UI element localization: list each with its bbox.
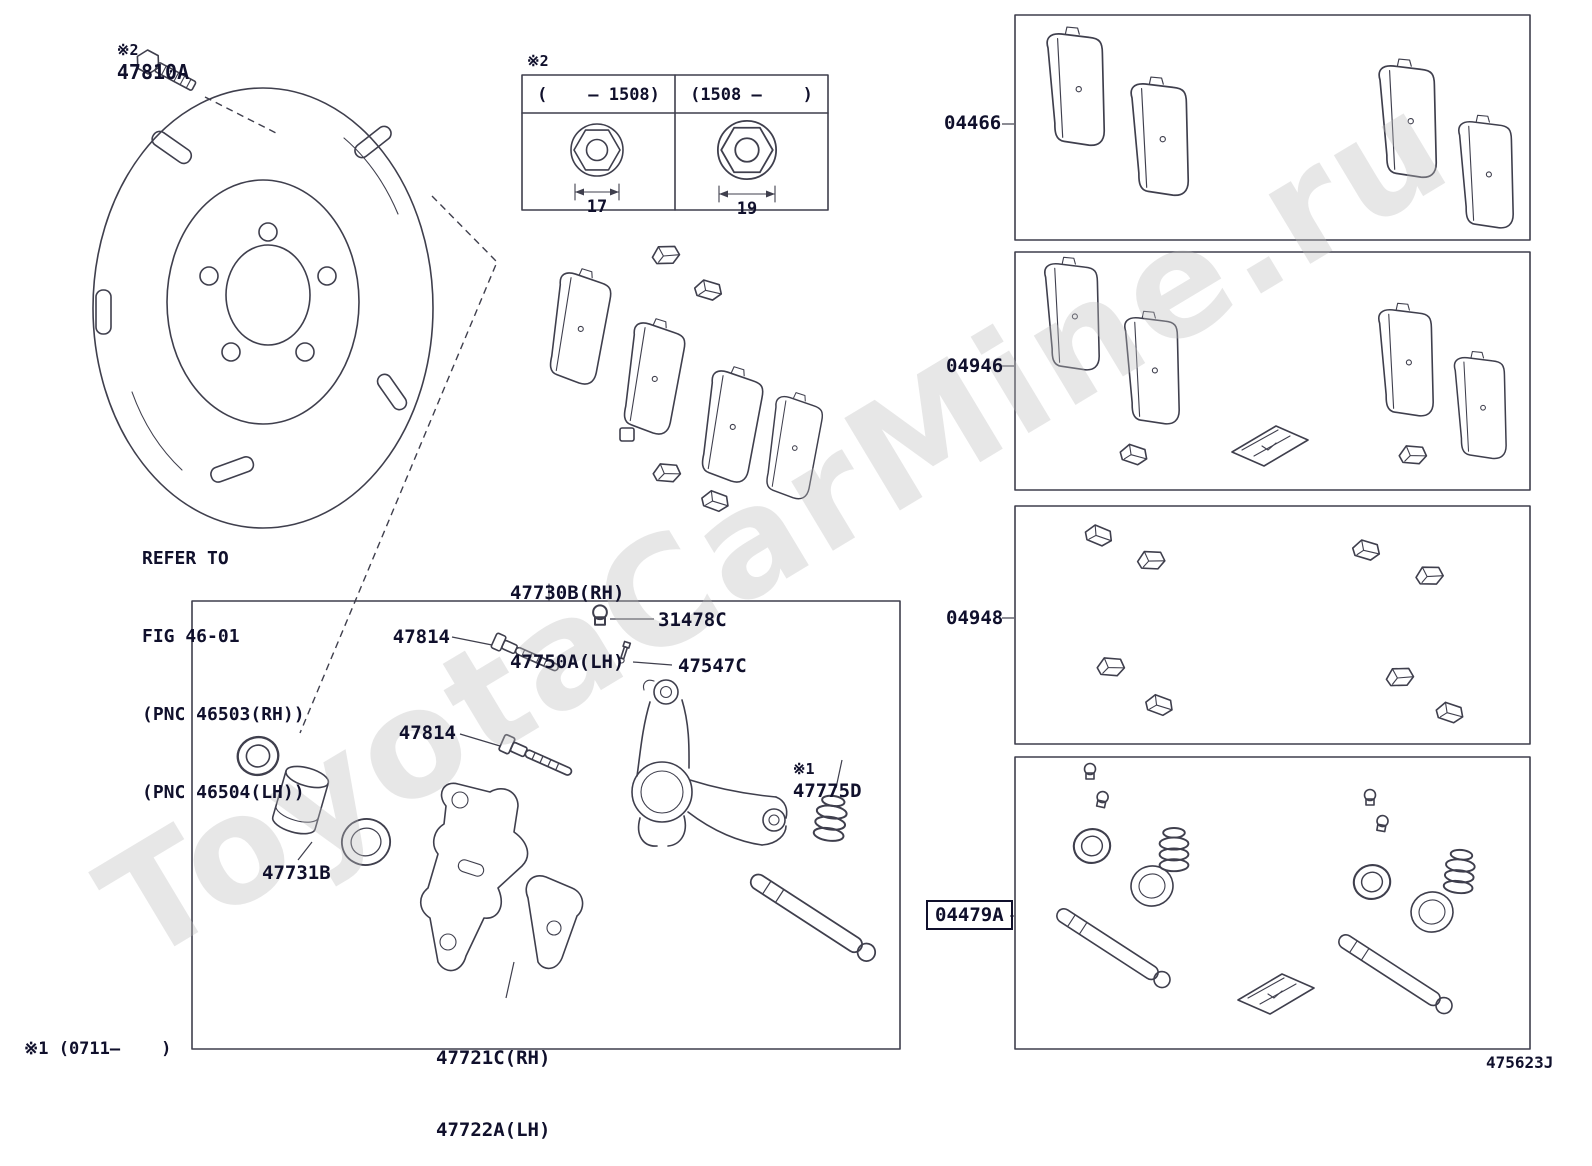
slide-pin-art bbox=[746, 869, 880, 966]
piston-seals-art bbox=[233, 732, 396, 871]
note2-marker: ※2 bbox=[116, 41, 139, 59]
kit-panel-04946-art bbox=[1014, 251, 1531, 491]
boot-part-number: 47775D bbox=[792, 780, 862, 802]
doc-code: 475623J bbox=[1486, 1053, 1554, 1072]
callout-pin-upper: 47814 bbox=[392, 626, 450, 648]
diagram-line-art bbox=[92, 14, 1531, 1050]
bolt-47810a-art bbox=[136, 49, 197, 91]
table-range-late: (1508 – ) bbox=[690, 85, 813, 105]
table-range-early: ( – 1508) bbox=[537, 85, 660, 105]
bracket-art bbox=[419, 782, 584, 972]
kit-code-04946: 04946 bbox=[946, 355, 1004, 377]
assembly-label-lh: 47750A(LH) bbox=[510, 651, 625, 673]
part-number-47810a: 47810A bbox=[116, 60, 190, 84]
assembly-label: 47730B(RH) 47750A(LH) bbox=[510, 536, 624, 697]
callout-boot: ※1 47775D bbox=[770, 735, 862, 802]
kit-code-04948: 04948 bbox=[946, 607, 1004, 629]
kit-code-04466: 04466 bbox=[944, 112, 1002, 134]
assembly-label-rh: 47730B(RH) bbox=[510, 582, 625, 604]
bracket-rh: 47721C(RH) bbox=[436, 1047, 551, 1069]
kit-code-04479a: 04479A bbox=[926, 900, 1013, 930]
caliper-body-art bbox=[631, 679, 788, 847]
pad-cluster-art bbox=[547, 242, 826, 514]
refer-note-line2: FIG 46-01 bbox=[142, 626, 240, 647]
callout-pin-lower: 47814 bbox=[398, 722, 456, 744]
refer-note: REFER TO FIG 46-01 (PNC 46503(RH)) (PNC … bbox=[142, 494, 305, 832]
main-assembly-box bbox=[191, 583, 901, 1050]
refer-note-line1: REFER TO bbox=[142, 548, 229, 569]
table-size-19: 19 bbox=[736, 199, 758, 219]
kit-panel-04948-art bbox=[1014, 505, 1531, 745]
kit-panel-04479a-art bbox=[1014, 756, 1531, 1050]
footnote: ※1 (0711– ) bbox=[24, 1039, 172, 1059]
variant-table-art bbox=[521, 74, 829, 211]
parts-catalog-page: { "page": { "watermark": "ToyotaCarMine.… bbox=[24, 14, 1554, 1141]
callout-cap: 31478C bbox=[658, 609, 727, 631]
leader-lines bbox=[297, 123, 1014, 999]
note1-marker: ※1 bbox=[792, 760, 815, 778]
table-note2-marker: ※2 bbox=[527, 52, 549, 70]
bolt-dashed-leader bbox=[204, 96, 277, 134]
callout-piston: 47731B bbox=[262, 862, 331, 884]
guide-pin-lower-art bbox=[497, 733, 576, 782]
refer-note-line4: (PNC 46504(LH)) bbox=[142, 782, 305, 803]
backing-plate-art bbox=[92, 87, 434, 529]
callout-bracket: 47721C(RH) 47722A(LH) bbox=[436, 998, 550, 1166]
refer-note-line3: (PNC 46503(RH)) bbox=[142, 704, 305, 725]
kit-panel-04466-art bbox=[1014, 14, 1531, 241]
callout-bleeder: 47547C bbox=[678, 655, 747, 677]
part-label-47810a: ※2 47810A bbox=[94, 16, 189, 84]
assembly-dashed-leader bbox=[299, 195, 498, 734]
table-size-17: 17 bbox=[586, 197, 608, 217]
bracket-lh: 47722A(LH) bbox=[436, 1119, 551, 1141]
